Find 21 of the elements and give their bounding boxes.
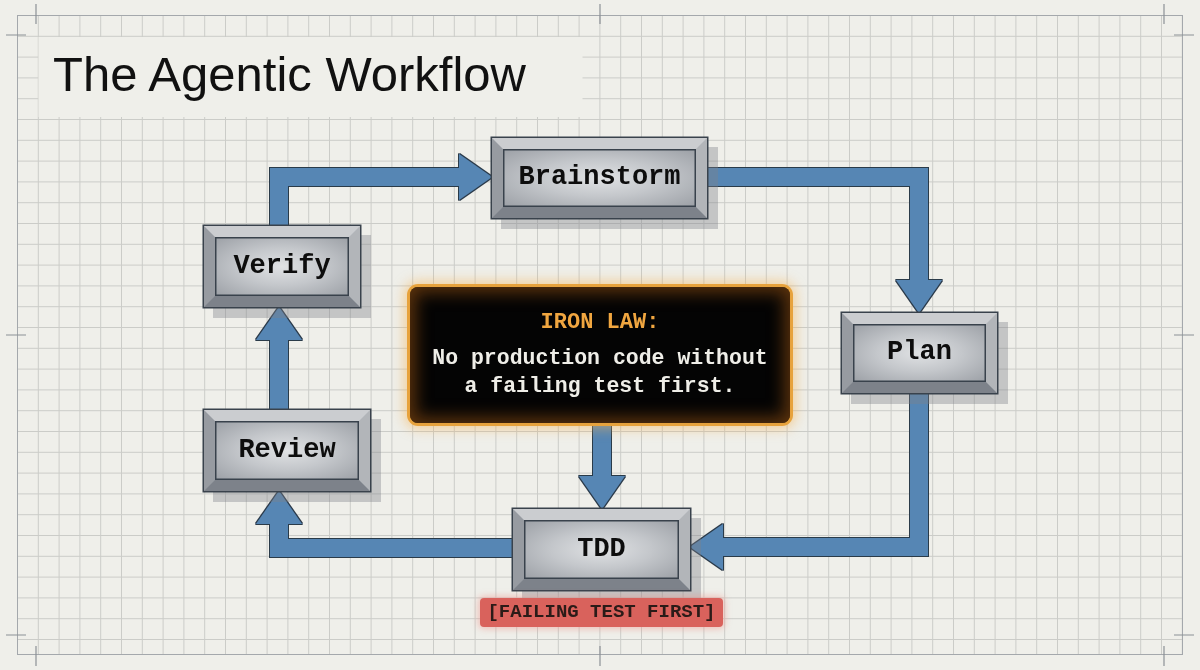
caption-tag: [FAILING TEST FIRST] [480,598,723,627]
diagram-title: The Agentic Workflow [53,46,526,103]
callout-heading: IRON LAW: [540,309,660,337]
process-box [204,226,360,307]
node-label: TDD [577,534,626,565]
process-box [513,509,690,590]
block-arrow [707,168,942,313]
block-arrow [690,393,928,570]
node-label: Review [238,435,336,466]
node-label: Plan [887,338,952,368]
node-label: Verify [233,251,331,282]
node-label: Brainstorm [518,163,681,193]
process-box [492,138,707,218]
rule-callout-box [410,287,790,423]
block-arrow [256,307,302,410]
block-arrow [270,154,492,226]
callout-text: No production code without a failing test first. [431,345,769,401]
process-box [204,410,370,491]
block-arrow [579,423,625,509]
block-arrow [256,491,513,557]
process-box [842,313,997,393]
